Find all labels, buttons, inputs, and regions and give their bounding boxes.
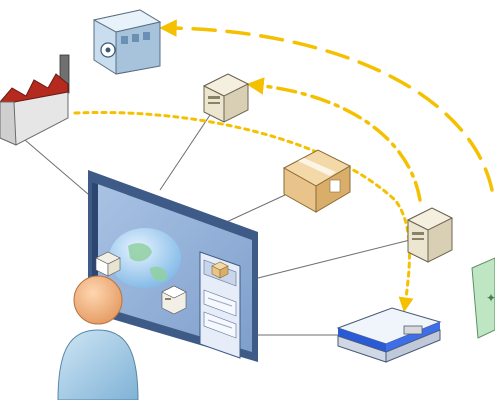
warehouse-building-icon (92, 9, 162, 75)
screen-box-icon (95, 251, 121, 277)
pallet-icon (336, 307, 442, 363)
connector-server-monitor (159, 114, 211, 191)
server-icon (202, 73, 250, 123)
screen-server-icon (161, 285, 187, 315)
monitor-screen-icon (88, 170, 258, 362)
server-right-icon (406, 207, 454, 263)
factory-icon (0, 54, 70, 146)
svg-text:✦: ✦ (486, 291, 495, 305)
document-icon: ✦ (471, 257, 495, 339)
flow-arrows (73, 19, 494, 313)
cardboard-box-icon (282, 149, 352, 213)
flow-arrow-long-dash (159, 19, 494, 192)
flow-arrow-dotted (73, 111, 414, 313)
user-person-icon (57, 275, 139, 400)
connector-package-monitor (219, 194, 286, 226)
flow-arrow-dash-dot (246, 77, 422, 202)
connector-lines (24, 114, 411, 336)
panel-box-icon (211, 261, 229, 279)
connector-server-right-monitor (257, 239, 411, 279)
connector-factory-monitor (24, 139, 96, 201)
